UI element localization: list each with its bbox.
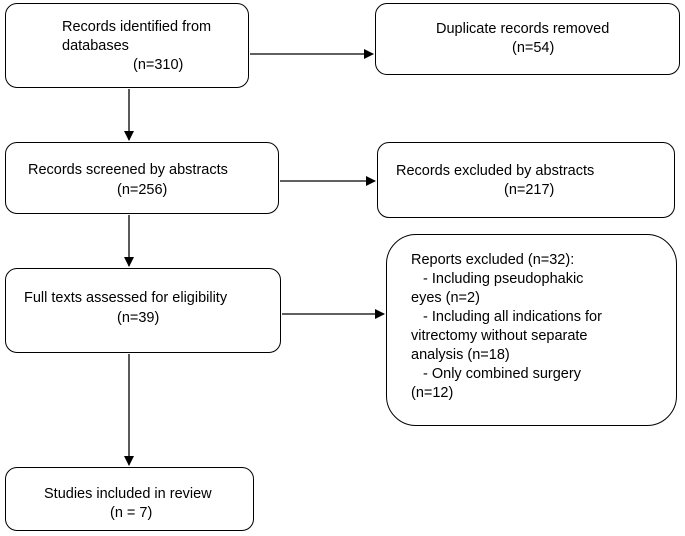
box-line: Full texts assessed for eligibility [24, 290, 228, 306]
box-line: (n=217) [504, 182, 555, 198]
reports-excluded-box: Reports excluded (n=32): - Including pse… [386, 234, 677, 426]
box-line: - Only combined surgery [423, 366, 581, 382]
box-line: - Including pseudophakic [423, 271, 584, 287]
box-line: Records identified from [62, 19, 212, 35]
box-line: Studies included in review [44, 486, 212, 502]
box-line: (n = 7) [110, 505, 153, 521]
records-screened-box: Records screened by abstracts (n=256) [5, 142, 279, 214]
records-identified-box: Records identified from databases (n=310… [5, 3, 249, 88]
box-line: databases [62, 38, 129, 54]
box-line: (n=54) [512, 40, 555, 56]
box-line: - Including all indications for [423, 309, 602, 325]
full-texts-assessed-box: Full texts assessed for eligibility (n=3… [5, 268, 281, 353]
box-line: (n=39) [117, 310, 160, 326]
box-line: eyes (n=2) [411, 290, 480, 306]
box-line: (n=256) [117, 182, 168, 198]
duplicates-removed-box: Duplicate records removed (n=54) [375, 3, 680, 75]
box-line: (n=12) [411, 385, 454, 401]
box-line: Records excluded by abstracts [396, 163, 595, 179]
box-line: Duplicate records removed [436, 21, 610, 37]
records-excluded-abstracts-box: Records excluded by abstracts (n=217) [377, 142, 675, 218]
box-line: analysis (n=18) [411, 347, 510, 363]
studies-included-box: Studies included in review (n = 7) [5, 467, 254, 531]
box-line: Records screened by abstracts [28, 162, 228, 178]
box-line: Reports excluded (n=32): [411, 252, 575, 268]
box-line: vitrectomy without separate [411, 328, 588, 344]
box-line: (n=310) [133, 57, 184, 73]
